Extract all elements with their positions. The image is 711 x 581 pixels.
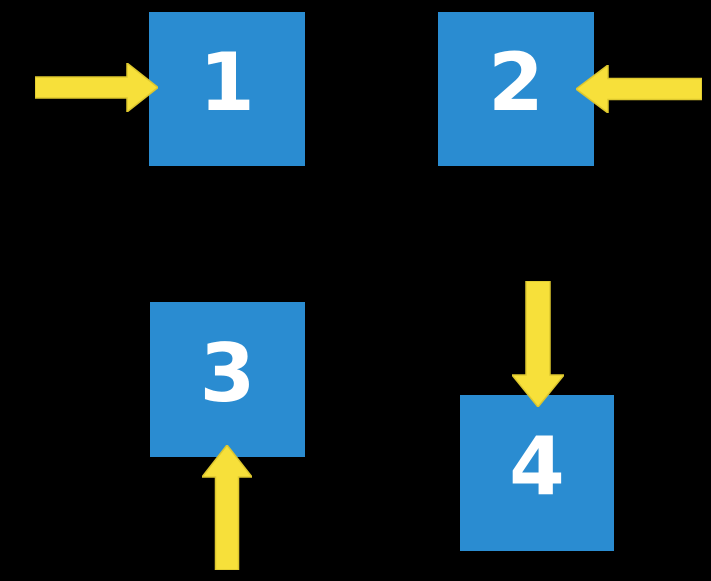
square-3-label: 3 (199, 326, 256, 420)
square-2-label: 2 (488, 36, 544, 129)
square-4-label: 4 (509, 420, 565, 513)
arrow-down-icon (512, 281, 564, 407)
square-1: 1 (149, 12, 305, 166)
arrow-up-icon (202, 445, 252, 570)
square-2: 2 (438, 12, 594, 166)
square-1-label: 1 (199, 36, 255, 129)
arrow-left-icon (576, 65, 702, 113)
square-3: 3 (150, 302, 305, 457)
arrow-right-icon (35, 63, 158, 112)
square-4: 4 (460, 395, 614, 551)
